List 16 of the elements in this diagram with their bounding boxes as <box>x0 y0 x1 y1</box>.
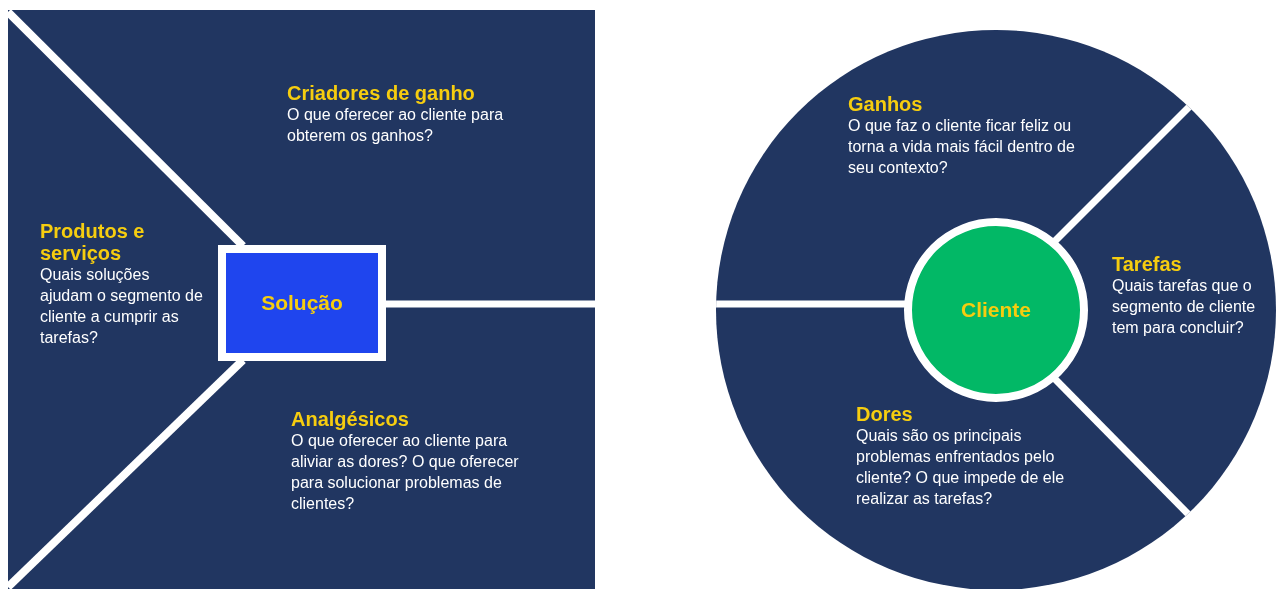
section-heading: Ganhos <box>848 93 924 115</box>
section-description: O que oferecer ao cliente para aliviar as dores? O que oferecer para solucionar problemas de clientes? <box>291 431 520 514</box>
section-heading: Analgésicos <box>291 408 410 430</box>
section-description: O que faz o cliente ficar feliz ou torna a vida mais fácil dentro de seu contexto? <box>848 116 1076 178</box>
section-heading: Dores <box>856 403 914 425</box>
section-description: Quais soluções ajudam o segmento de cliente a cumprir as tarefas? <box>40 265 204 348</box>
section-description: O que oferecer ao cliente para obterem os ganhos? <box>287 105 505 146</box>
section-heading: Tarefas <box>1112 253 1183 275</box>
section-description: Quais são os principais problemas enfrentados pelo cliente? O que impede de ele realizar as tarefas? <box>856 426 1066 509</box>
center-label: Solução <box>261 290 343 317</box>
section-description: Quais tarefas que o segmento de cliente tem para concluir? <box>1112 276 1257 338</box>
section-heading: Criadores de ganho <box>287 82 476 104</box>
center-label: Cliente <box>961 297 1031 324</box>
center-box <box>218 245 386 361</box>
section-heading: Produtos e serviços <box>40 220 146 264</box>
canvas-panel <box>8 10 595 589</box>
